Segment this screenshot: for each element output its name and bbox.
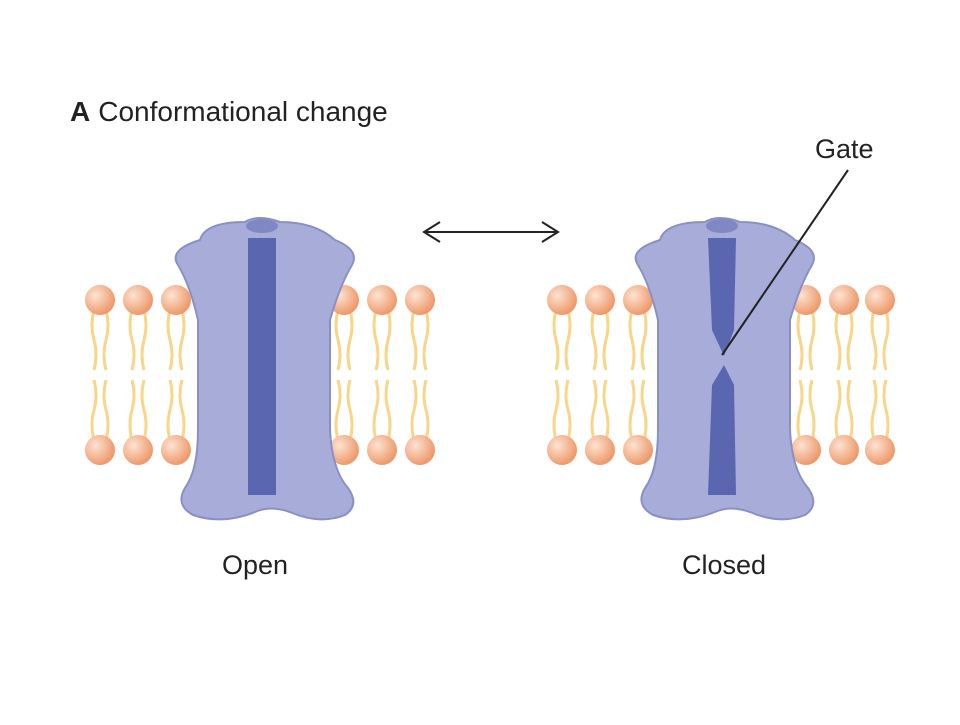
- lipid-tail: [140, 309, 148, 371]
- gate-pointer-line: [721, 169, 849, 356]
- lipid-tail: [834, 379, 842, 441]
- lipid-tail: [346, 379, 354, 441]
- title-text: Conformational change: [98, 96, 388, 127]
- lipid-head: [123, 435, 153, 465]
- lipid-head: [791, 435, 821, 465]
- lipid-tail: [410, 379, 418, 441]
- lipid-head: [329, 435, 359, 465]
- lipid-head: [829, 285, 859, 315]
- lipid-tail: [870, 379, 878, 441]
- lipid-tail: [372, 379, 380, 441]
- lipid-tail: [882, 309, 890, 371]
- lipid-tail: [384, 379, 392, 441]
- closed-label: Closed: [682, 550, 767, 580]
- lipid-head: [547, 285, 577, 315]
- lipid-head: [623, 285, 653, 315]
- lipid-tail: [628, 379, 636, 441]
- lipid-head: [405, 435, 435, 465]
- lipid-tail: [590, 379, 598, 441]
- lipid-tail: [846, 379, 854, 441]
- lipid-tail: [564, 309, 572, 371]
- lipid-tail: [102, 379, 110, 441]
- lipid-tail: [808, 379, 816, 441]
- lipid-tail: [590, 309, 598, 371]
- lipid-tail: [102, 309, 110, 371]
- lipid-tail: [128, 309, 136, 371]
- lipid-tail: [640, 309, 648, 371]
- lipid-tail: [178, 309, 186, 371]
- lipid-head: [547, 435, 577, 465]
- lipid-tail: [564, 379, 572, 441]
- lipid-head: [405, 285, 435, 315]
- lipid-tail: [808, 309, 816, 371]
- lipid-head: [367, 285, 397, 315]
- lipid-head: [123, 285, 153, 315]
- lipid-tail: [640, 379, 648, 441]
- open-channel-protein: [174, 217, 355, 521]
- lipid-head: [865, 285, 895, 315]
- lipid-tail: [628, 309, 636, 371]
- lipid-bilayer-closed: [547, 285, 895, 465]
- gate-label: Gate: [815, 134, 874, 164]
- lipid-tail: [334, 309, 342, 371]
- lipid-tail: [128, 379, 136, 441]
- lipid-bilayer-open: [85, 285, 435, 465]
- lipid-tail: [552, 309, 560, 371]
- lipid-head: [85, 435, 115, 465]
- lipid-tail: [870, 309, 878, 371]
- lipid-head: [161, 285, 191, 315]
- lipid-head: [585, 435, 615, 465]
- lipid-head: [85, 285, 115, 315]
- lipid-head: [161, 435, 191, 465]
- lipid-tail: [846, 309, 854, 371]
- lipid-head: [865, 435, 895, 465]
- open-label: Open: [222, 550, 289, 580]
- lipid-head: [585, 285, 615, 315]
- lipid-head: [829, 435, 859, 465]
- lipid-tail: [372, 309, 380, 371]
- lipid-tail: [602, 379, 610, 441]
- double-arrow-icon: [422, 221, 560, 243]
- lipid-tail: [178, 379, 186, 441]
- lipid-tail: [422, 379, 430, 441]
- lipid-tail: [334, 379, 342, 441]
- closed-pore-lower: [708, 365, 736, 495]
- lipid-tail: [140, 379, 148, 441]
- lipid-tail: [602, 309, 610, 371]
- lipid-tail: [90, 309, 98, 371]
- panel-letter: A: [70, 96, 91, 127]
- lipid-tail: [422, 309, 430, 371]
- lipid-tail: [882, 379, 890, 441]
- closed-channel-protein: [634, 217, 815, 521]
- lipid-head: [623, 435, 653, 465]
- open-pore: [248, 238, 276, 495]
- lipid-head: [367, 435, 397, 465]
- lipid-tail: [796, 379, 804, 441]
- lipid-tail: [410, 309, 418, 371]
- lipid-tail: [166, 309, 174, 371]
- lipid-tail: [90, 379, 98, 441]
- lipid-tail: [834, 309, 842, 371]
- lipid-tail: [552, 379, 560, 441]
- lipid-tail: [166, 379, 174, 441]
- lipid-tail: [346, 309, 354, 371]
- lipid-tail: [796, 309, 804, 371]
- closed-pore-upper: [708, 238, 736, 356]
- lipid-tail: [384, 309, 392, 371]
